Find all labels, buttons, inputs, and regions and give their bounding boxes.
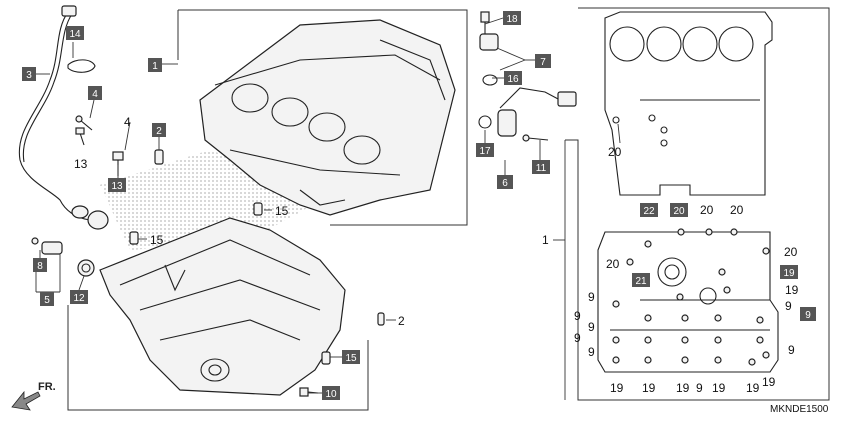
- label-20-right: 20: [784, 245, 798, 259]
- callout-2-plain: 2: [398, 314, 405, 328]
- svg-text:19: 19: [783, 268, 795, 279]
- small-bolt-4: [75, 115, 93, 131]
- svg-text:4: 4: [92, 89, 98, 100]
- clamp-part: [67, 59, 96, 73]
- callout-4-plain: 4: [124, 115, 131, 129]
- callout-14: 14: [66, 26, 84, 40]
- label-9-left-c: 9: [588, 320, 595, 334]
- label-20-left: 20: [606, 257, 620, 271]
- callout-15-a: 15: [275, 204, 289, 218]
- small-bolt-13: [75, 127, 85, 146]
- lower-crankcase: [99, 217, 346, 396]
- crank-sensor: [478, 11, 577, 142]
- dowel-pin-15c: [321, 351, 331, 365]
- label-20-a: 20: [700, 203, 714, 217]
- svg-text:15: 15: [345, 353, 357, 364]
- svg-text:1: 1: [152, 61, 158, 72]
- sensor-harness: [18, 5, 109, 230]
- label-20-top-view: 20: [608, 145, 622, 159]
- svg-text:9: 9: [805, 310, 811, 321]
- label-20-b: 20: [730, 203, 744, 217]
- assembly-frame: [67, 305, 369, 411]
- label-19-right: 19: [785, 283, 799, 297]
- label-9-right-a: 9: [785, 299, 792, 313]
- svg-text:13: 13: [111, 181, 123, 192]
- callout-20-boxed: 20: [670, 203, 688, 217]
- callout-11: 11: [532, 160, 550, 174]
- svg-text:17: 17: [479, 146, 491, 157]
- svg-text:22: 22: [643, 206, 655, 217]
- callout-17: 17: [476, 143, 494, 157]
- callout-13-plain: 13: [74, 157, 88, 171]
- callout-19-boxed: 19: [780, 265, 798, 279]
- svg-text:7: 7: [540, 57, 546, 68]
- svg-text:14: 14: [69, 29, 81, 40]
- label-19-bottom-a: 19: [610, 381, 624, 395]
- svg-text:6: 6: [502, 178, 508, 189]
- dowel-pin-15a: [253, 202, 263, 216]
- callout-1-upper: 1: [148, 58, 162, 72]
- label-9-left-a: 9: [588, 290, 595, 304]
- svg-text:2: 2: [156, 126, 162, 137]
- callout-7: 7: [535, 54, 551, 68]
- crankcase-assy-frame: [565, 7, 830, 401]
- svg-text:20: 20: [673, 206, 685, 217]
- callout-22: 22: [640, 203, 658, 217]
- svg-text:18: 18: [506, 14, 518, 25]
- svg-text:3: 3: [26, 70, 32, 81]
- label-9-left-b: 9: [574, 309, 581, 323]
- callout-12: 12: [70, 290, 88, 304]
- crankcase-top-view: [604, 11, 773, 196]
- callout-6: 6: [497, 175, 513, 189]
- callout-18: 18: [503, 11, 521, 25]
- callout-13-boxed: 13: [108, 178, 126, 192]
- front-direction-arrow-icon: FR.: [11, 381, 56, 411]
- label-9-left-e: 9: [588, 345, 595, 359]
- leader-lines: [35, 17, 621, 394]
- svg-text:16: 16: [507, 74, 519, 85]
- pressure-switch: [31, 237, 95, 277]
- callout-9-boxed: 9: [800, 307, 816, 321]
- callout-1-lower: 1: [542, 233, 549, 247]
- callout-8: 8: [33, 258, 47, 272]
- dowel-pin-15b: [129, 231, 139, 245]
- svg-text:10: 10: [325, 389, 337, 400]
- callout-15-b: 15: [150, 233, 164, 247]
- upper-crankcase: [199, 19, 456, 216]
- svg-text:12: 12: [73, 293, 85, 304]
- upper-case-group-frame: [178, 9, 468, 226]
- callout-4-boxed: 4: [88, 86, 102, 100]
- callout-2-boxed: 2: [152, 123, 166, 137]
- front-direction-label: FR.: [38, 381, 56, 393]
- callout-16: 16: [504, 71, 522, 85]
- callout-10: 10: [322, 386, 340, 400]
- crankcase-bottom-view: [597, 228, 779, 373]
- callout-3: 3: [22, 67, 36, 81]
- callout-5: 5: [40, 292, 54, 306]
- svg-text:8: 8: [37, 261, 43, 272]
- svg-text:5: 5: [44, 295, 50, 306]
- label-9-right-b: 9: [788, 343, 795, 357]
- svg-text:11: 11: [536, 163, 547, 174]
- diagram-code: MKNDE1500: [770, 404, 829, 415]
- label-19-bottom-f: 19: [762, 375, 776, 389]
- label-19-bottom-b: 19: [642, 381, 656, 395]
- callout-15-boxed: 15: [342, 350, 360, 364]
- label-9-bottom: 9: [696, 381, 703, 395]
- label-19-bottom-e: 19: [746, 381, 760, 395]
- callout-21: 21: [632, 273, 650, 287]
- label-19-bottom-d: 19: [712, 381, 726, 395]
- dowel-pin-2: [154, 149, 164, 165]
- svg-text:21: 21: [635, 276, 647, 287]
- label-19-bottom-c: 19: [676, 381, 690, 395]
- label-9-left-d: 9: [574, 331, 581, 345]
- dowel-pin-2b: [377, 312, 385, 326]
- bolt-10: [299, 387, 319, 397]
